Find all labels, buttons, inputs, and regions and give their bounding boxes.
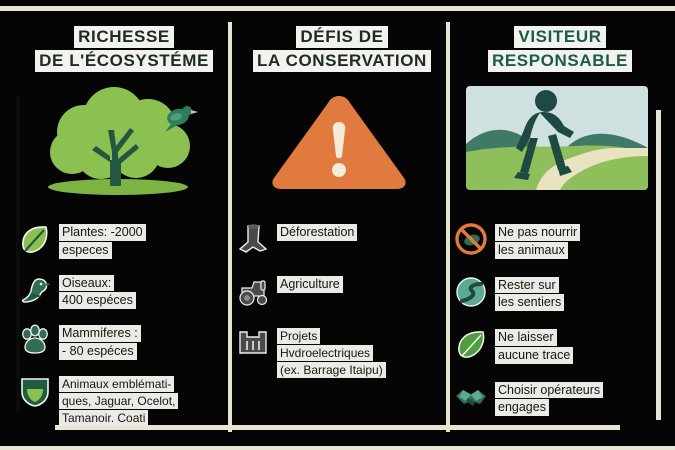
heading-visitor: VISITEUR RESPONSABLE [454, 26, 666, 74]
text-line: aucune trace [495, 346, 574, 364]
leave-no-trace-leaf-icon-row: Ne laisser aucune trace [454, 327, 666, 365]
text-line: les animaux [495, 241, 568, 259]
top-frame-strip [0, 6, 675, 11]
text-line: Ne pas nourrir [495, 224, 581, 241]
text-line: Déforestation [277, 224, 358, 241]
list-item: Projets Hvdroelectriques (ex. Barrage It… [236, 326, 448, 379]
bottom-frame-strip [55, 425, 620, 430]
heading-line: RICHESSE [74, 26, 174, 49]
text-line: 400 espéces [59, 292, 136, 309]
text-line: Ne laisser [495, 329, 557, 346]
leave-no-trace-leaf-icon [454, 327, 488, 361]
list-item-text: Plantes: -2000 especes [59, 222, 146, 260]
list-item: Plantes: -2000 especes [18, 222, 230, 260]
heading-line: LA CONSERVATION [253, 50, 431, 73]
column-conservation: DÉFIS DE LA CONSERVATION [236, 26, 448, 426]
list-item: Choisir opérateurs engages [454, 380, 666, 418]
heading-line: RESPONSABLE [487, 50, 632, 73]
hero-visitor [454, 84, 666, 192]
heading-ecosystem: RICHESSE DE L'ÉCOSYSTÉME [18, 26, 230, 74]
shield-icon [18, 374, 52, 408]
text-line: Oiseaux: [59, 274, 115, 292]
list-conservation: Déforestation Agricult [236, 222, 448, 397]
text-line: Mammiferes : [59, 325, 141, 342]
tree-stump-icon [236, 222, 270, 256]
list-item-text: Choisir opérateurs engages [495, 380, 604, 418]
list-item-text: Oiseaux: 400 espéces [59, 273, 136, 311]
handshake-icon [454, 380, 488, 414]
text-line: engages [495, 399, 549, 416]
hero-ecosystem [18, 84, 230, 196]
left-frame-edge [16, 96, 20, 414]
list-item-text: Mammiferes : - 80 espéces [59, 323, 141, 361]
hero-conservation [236, 84, 448, 192]
list-item-text: Rester sur les sentiers [495, 275, 565, 313]
text-line: Animaux emblémati- [59, 375, 175, 392]
text-line: ques, Jaguar, Ocelot, [59, 392, 179, 409]
list-item-text: Ne laisser aucune trace [495, 327, 574, 365]
text-line: Choisir opérateurs [495, 381, 604, 399]
list-item-text: Projets Hvdroelectriques (ex. Barrage It… [277, 326, 386, 379]
text-line: Tamanoir. Coati [59, 409, 149, 426]
list-item-text: Agriculture [277, 274, 343, 294]
column-ecosystem: RICHESSE DE L'ÉCOSYSTÉME [18, 26, 230, 426]
heading-line: DÉFIS DE [296, 26, 388, 49]
list-item: Ne pas nourrir les animaux [454, 222, 666, 260]
leaf-icon [18, 222, 52, 256]
column-divider-1 [228, 22, 232, 432]
text-line: Plantes: -2000 [59, 224, 146, 241]
right-frame-edge [656, 110, 661, 420]
hiker-silhouette [514, 90, 574, 181]
bottom-frame-strip-outer [0, 446, 675, 450]
list-item: Oiseaux: 400 espéces [18, 273, 230, 311]
list-item: Déforestation [236, 222, 448, 256]
text-line: (ex. Barrage Itaipu) [277, 362, 386, 379]
list-visitor: Ne pas nourrir les animaux Rester sur le… [454, 222, 666, 432]
hiker-on-trail-illustration [466, 86, 648, 191]
bird-icon [18, 273, 52, 307]
list-item-text: Ne pas nourrir les animaux [495, 222, 581, 260]
bird-icon-on-tree [165, 106, 198, 133]
text-line: Projets [277, 328, 321, 345]
no-feeding-animals-icon [454, 222, 488, 256]
stay-on-trail-icon [454, 275, 488, 309]
dam-icon [236, 326, 270, 360]
list-item: Rester sur les sentiers [454, 275, 666, 313]
text-line: - 80 espéces [59, 342, 137, 360]
text-line: especes [59, 241, 112, 259]
list-item-text: Déforestation [277, 222, 358, 242]
list-item: Animaux emblémati- ques, Jaguar, Ocelot,… [18, 374, 230, 427]
paw-print-icon [18, 323, 52, 357]
tree-with-bird-illustration [26, 84, 216, 196]
list-ecosystem: Plantes: -2000 especes Oiseaux: 400 espé… [18, 222, 230, 431]
list-item: Agriculture [236, 274, 448, 308]
text-line: Hvdroelectriques [277, 345, 374, 362]
heading-line: DE L'ÉCOSYSTÉME [35, 50, 213, 73]
text-line: les sentiers [495, 294, 565, 311]
tractor-icon [236, 274, 270, 308]
warning-triangle-illustration [264, 90, 414, 194]
heading-conservation: DÉFIS DE LA CONSERVATION [236, 26, 448, 74]
list-item: Mammiferes : - 80 espéces [18, 323, 230, 361]
column-visitor: VISITEUR RESPONSABLE [454, 26, 666, 426]
text-line: Agriculture [277, 276, 343, 293]
heading-line: VISITEUR [514, 26, 606, 49]
column-divider-2 [446, 22, 450, 432]
list-item-text: Animaux emblémati- ques, Jaguar, Ocelot,… [59, 374, 179, 427]
text-line: Rester sur [495, 276, 559, 294]
